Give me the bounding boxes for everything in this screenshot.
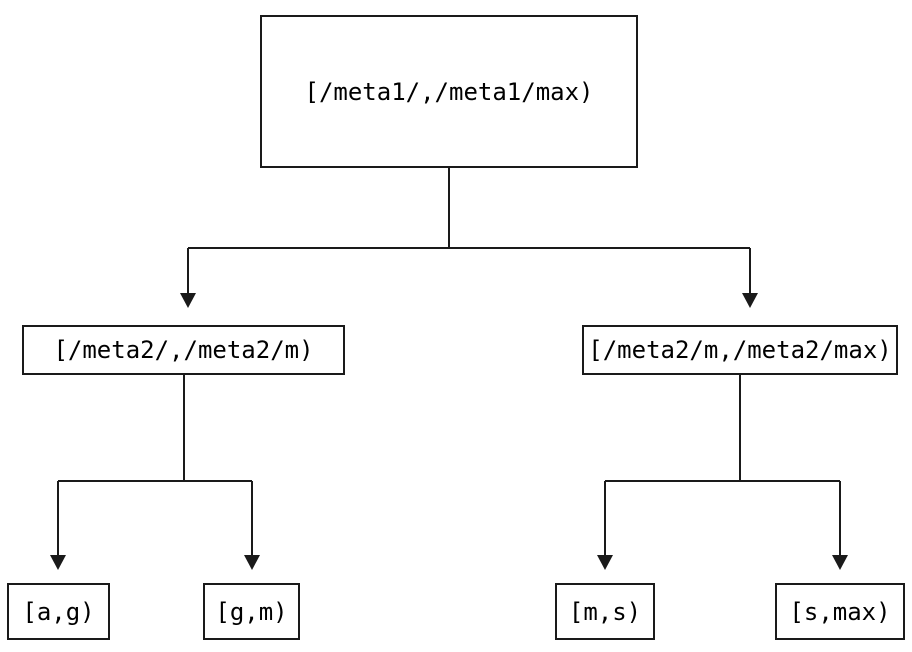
arrowhead-down-icon [50, 555, 66, 570]
node-meta2-upper-label: [/meta2/m,/meta2/max) [588, 336, 892, 364]
node-meta2-lower-label: [/meta2/,/meta2/m) [53, 336, 314, 364]
arrowhead-down-icon [742, 293, 758, 308]
node-root: [/meta1/,/meta1/max) [260, 15, 638, 168]
node-meta2-lower: [/meta2/,/meta2/m) [22, 325, 345, 375]
arrowhead-down-icon [832, 555, 848, 570]
arrowhead-down-icon [180, 293, 196, 308]
node-leaf-m-s: [m,s) [555, 583, 655, 640]
node-leaf-a-g-label: [a,g) [22, 597, 95, 626]
node-root-label: [/meta1/,/meta1/max) [304, 77, 594, 106]
node-leaf-g-m: [g,m) [203, 583, 300, 640]
arrowhead-down-icon [244, 555, 260, 570]
node-meta2-upper: [/meta2/m,/meta2/max) [582, 325, 898, 375]
node-leaf-g-m-label: [g,m) [215, 597, 288, 626]
node-leaf-m-s-label: [m,s) [568, 597, 642, 626]
node-leaf-s-max-label: [s,max) [789, 597, 891, 626]
node-leaf-s-max: [s,max) [775, 583, 905, 640]
node-leaf-a-g: [a,g) [7, 583, 110, 640]
arrowhead-down-icon [597, 555, 613, 570]
